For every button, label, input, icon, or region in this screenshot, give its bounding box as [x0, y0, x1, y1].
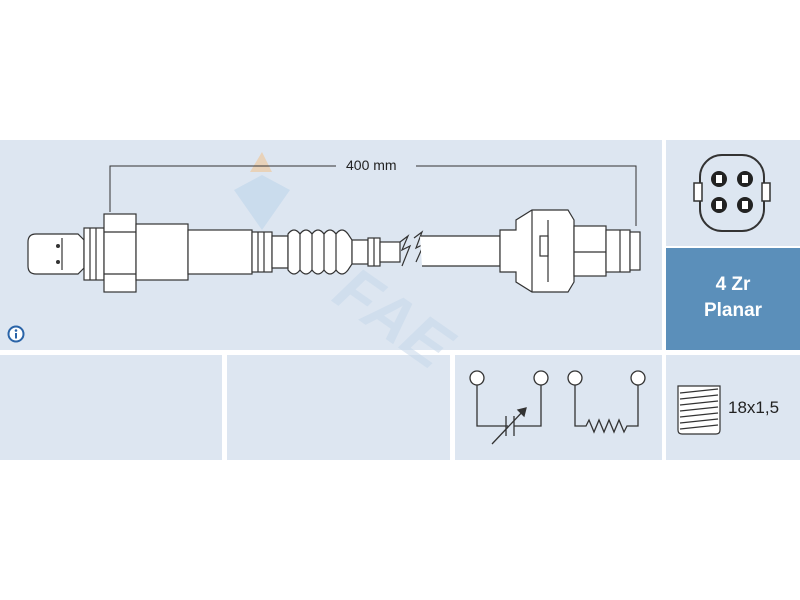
empty-panel-2 [227, 355, 450, 460]
sensor-spec-box: 4 Zr Planar [666, 248, 800, 350]
connector-panel [666, 140, 800, 246]
circuit-panel [455, 355, 662, 460]
thread-size-label: 18x1,5 [728, 398, 780, 417]
thread-icon [677, 385, 721, 435]
dimension-line [109, 165, 637, 226]
sensor-spec-line1: 4 Zr [715, 274, 751, 295]
heater-resistor-symbol [567, 370, 646, 434]
sensor-spec-line2: Planar [703, 300, 763, 321]
cable-length-label: 400 mm [346, 157, 397, 173]
connector-pin-icon [693, 154, 771, 232]
info-icon[interactable] [7, 325, 25, 343]
empty-panel-1 [0, 355, 222, 460]
oxygen-sensor [27, 209, 641, 293]
sensor-element-symbol [469, 370, 549, 445]
